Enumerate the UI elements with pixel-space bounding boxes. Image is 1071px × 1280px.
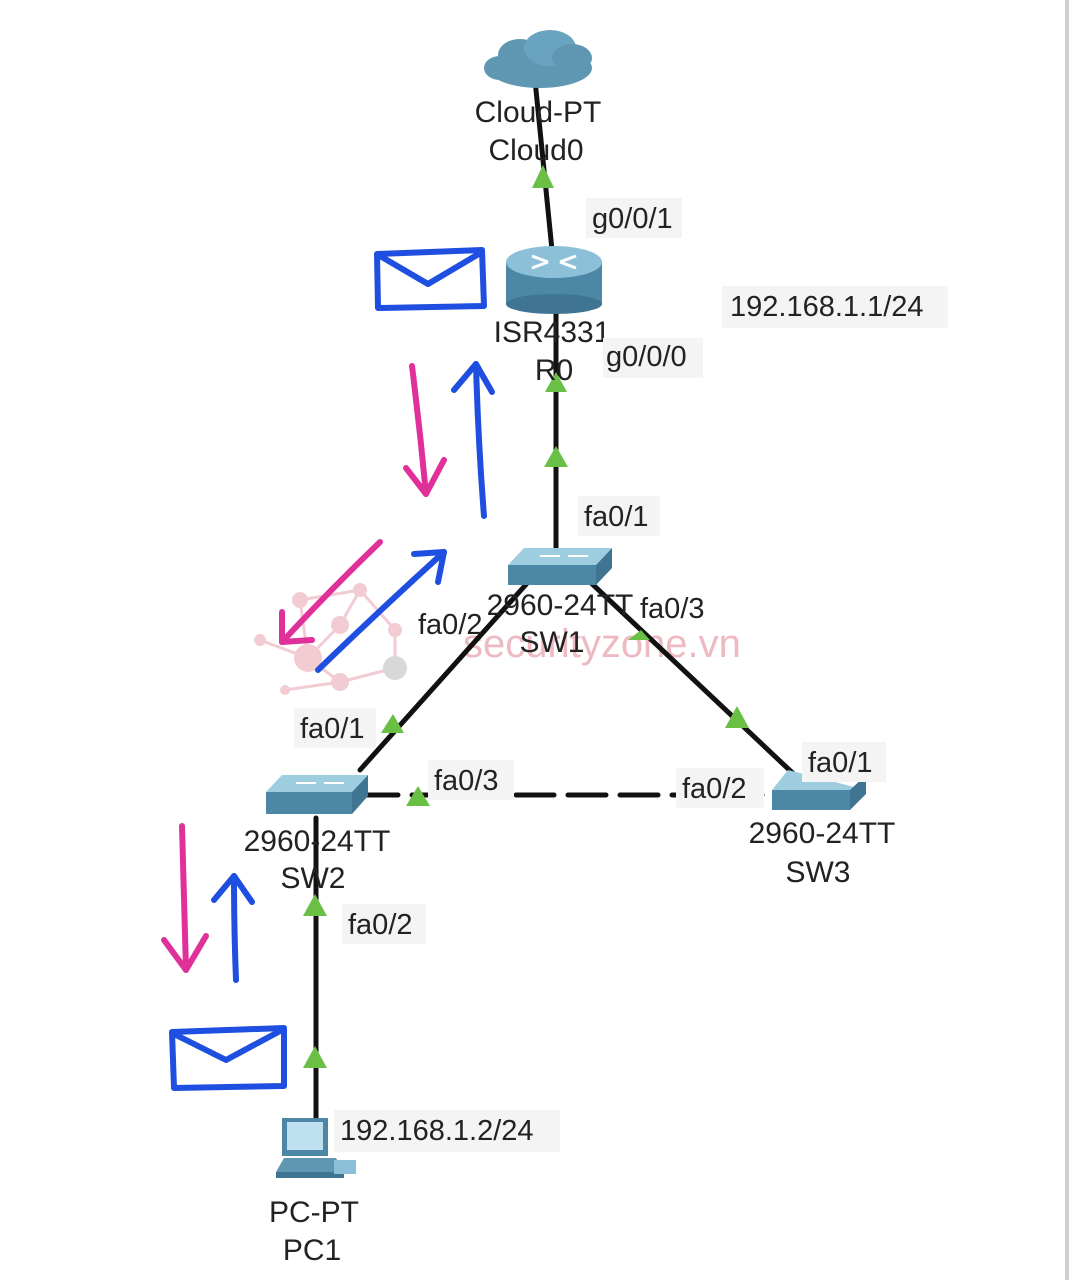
label-bg — [294, 708, 376, 748]
port-label-sw1-fa02: fa0/2 — [418, 609, 483, 641]
cloud-name-label: Cloud0 — [488, 134, 583, 167]
watermark-text: securityzone.vn — [463, 622, 741, 666]
label-bg — [334, 1110, 560, 1152]
port-indicator-icon — [406, 786, 430, 806]
sw3-switch-icon[interactable] — [772, 770, 866, 810]
blue-arrow-head-icon — [451, 361, 495, 395]
blue-arrow-head-icon — [411, 549, 447, 585]
pink-arrow-down-icon — [409, 363, 429, 497]
port-label-sw2-fa01: fa0/1 — [300, 713, 365, 745]
port-label-r0-g000: g0/0/0 — [606, 341, 687, 373]
envelope-icon — [374, 247, 487, 311]
sw3-model-label: 2960-24TT — [749, 817, 896, 850]
router-name-label: R0 — [535, 354, 573, 387]
port-indicator-icon — [544, 446, 568, 467]
label-bg — [676, 768, 764, 808]
port-label-sw3-fa02: fa0/2 — [682, 773, 747, 805]
port-indicator-icon — [628, 630, 650, 640]
label-bg — [342, 904, 426, 944]
router-model-label: ISR4331 — [494, 316, 611, 349]
blue-arrow-up-icon — [473, 361, 487, 519]
envelope-icon — [169, 1025, 287, 1091]
port-label-sw3-fa01: fa0/1 — [808, 747, 873, 779]
port-label-r0-g001: g0/0/1 — [592, 203, 673, 235]
annotations — [161, 247, 495, 1091]
label-bg — [802, 742, 886, 782]
sw1-switch-icon[interactable] — [508, 548, 612, 585]
blue-arrow-head-icon — [211, 873, 255, 905]
cloud-model-label: Cloud-PT — [475, 96, 602, 129]
sw2-switch-icon[interactable] — [266, 775, 368, 814]
cloud-icon[interactable] — [484, 30, 592, 88]
link-sw1-sw2 — [357, 577, 533, 773]
port-indicator-icon — [532, 165, 554, 188]
sw3-name-label: SW3 — [785, 856, 850, 889]
pink-arrow-head-icon — [279, 609, 315, 645]
pc-name-label: PC1 — [283, 1234, 341, 1267]
pink-arrow-diagonal-icon — [279, 539, 383, 645]
label-bg — [578, 496, 660, 536]
label-bg — [428, 760, 514, 800]
port-indicator-icon — [303, 1046, 327, 1068]
sw2-name-label: SW2 — [280, 862, 345, 895]
pink-arrow-down-icon — [179, 823, 189, 973]
port-indicator-icon — [381, 714, 404, 733]
pc-icon[interactable] — [276, 1118, 356, 1178]
pc-model-label: PC-PT — [269, 1196, 359, 1229]
label-bg — [586, 198, 682, 238]
router-ip-label: 192.168.1.1/24 — [730, 291, 924, 323]
sw1-model-label: 2960-24TT — [487, 589, 634, 622]
sw1-name-label: SW1 — [519, 626, 584, 659]
blue-arrow-diagonal-icon — [315, 549, 447, 673]
router-icon[interactable] — [506, 246, 602, 314]
blue-arrow-up-icon — [231, 873, 239, 983]
port-indicators — [303, 165, 749, 1068]
pc-ip-label: 192.168.1.2/24 — [340, 1115, 534, 1147]
port-indicator-icon — [545, 372, 567, 392]
watermark-logo — [254, 583, 407, 695]
port-label-sw1-fa01: fa0/1 — [584, 501, 649, 533]
label-bg — [722, 286, 948, 328]
port-indicator-icon — [303, 894, 327, 916]
port-label-sw2-fa02: fa0/2 — [348, 909, 413, 941]
pink-arrow-head-icon — [161, 933, 209, 973]
sw2-model-label: 2960-24TT — [244, 825, 391, 858]
link-sw1-sw3 — [585, 577, 803, 783]
port-indicator-icon — [725, 706, 749, 728]
pink-arrow-head-icon — [403, 457, 447, 497]
label-bg — [603, 338, 703, 378]
port-label-sw2-fa03: fa0/3 — [434, 765, 499, 797]
link-cloud-router — [532, 77, 555, 253]
port-label-sw1-fa03: fa0/3 — [640, 593, 705, 625]
